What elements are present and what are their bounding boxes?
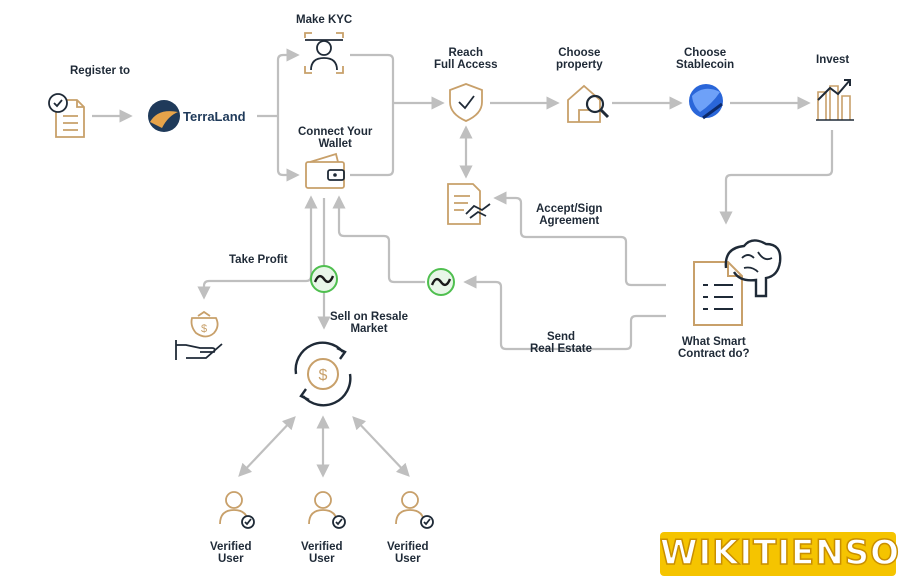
svg-text:$: $ xyxy=(201,323,207,335)
svg-text:$: $ xyxy=(319,367,328,384)
resale-exchange-icon: $ xyxy=(294,341,352,407)
arrow-resale-user1 xyxy=(238,416,296,477)
label-agreement: Accept/Sign Agreement xyxy=(536,203,602,227)
label-send-line2: Real Estate xyxy=(530,343,593,355)
label-stablecoin-line1: Choose xyxy=(683,47,727,59)
label-stablecoin: Choose Stablecoin xyxy=(676,47,734,71)
arrow-resale-user3 xyxy=(352,416,410,477)
arrow-token-wallet xyxy=(332,195,425,284)
stablecoin-icon xyxy=(689,84,723,120)
label-send: Send Real Estate xyxy=(530,331,592,355)
label-wallet-line2: Wallet xyxy=(318,138,352,150)
label-access-line2: Full Access xyxy=(434,59,498,71)
label-invest: Invest xyxy=(816,54,850,66)
label-property: Choose property xyxy=(556,47,603,71)
user-verified-icon xyxy=(219,491,255,529)
label-wallet: Connect Your Wallet xyxy=(298,126,372,150)
checklist-icon xyxy=(48,93,85,138)
terraland-logo-icon xyxy=(148,100,180,132)
label-user-1: Verified User xyxy=(210,541,252,565)
label-send-line1: Send xyxy=(546,331,576,343)
label-resale-line2: Market xyxy=(350,323,388,335)
brand-terraland: TerraLand xyxy=(183,109,246,124)
token-icon xyxy=(310,265,338,293)
user-verified-icon xyxy=(395,491,434,529)
wallet-icon xyxy=(305,152,345,189)
label-user-2-line2: User xyxy=(308,553,335,565)
label-user-3-line1: Verified xyxy=(387,541,429,553)
connector-kyc-reach xyxy=(350,53,395,103)
label-register: Register to xyxy=(70,65,131,77)
label-user-2-line1: Verified xyxy=(301,541,343,553)
connector-wallet-reach xyxy=(350,103,395,177)
arrow-smart-agreement xyxy=(493,191,666,287)
label-user-3-line2: User xyxy=(394,553,421,565)
label-agreement-line2: Agreement xyxy=(539,215,600,227)
label-smart-contract: What Smart Contract do? xyxy=(678,336,750,360)
watermark-badge xyxy=(660,532,896,576)
label-resale-line1: Sell on Resale xyxy=(330,311,408,323)
label-user-3: Verified User xyxy=(387,541,429,565)
house-search-icon xyxy=(567,84,610,123)
label-user-2: Verified User xyxy=(301,541,343,565)
arrow-invest-smart xyxy=(719,130,834,225)
label-stablecoin-line2: Stablecoin xyxy=(676,59,735,71)
label-wallet-line1: Connect Your xyxy=(298,126,373,138)
watermark-text: WIKITIENSO xyxy=(659,532,900,574)
label-take-profit: Take Profit xyxy=(229,254,288,266)
label-user-1-line2: User xyxy=(217,553,244,565)
smart-contract-brain-icon xyxy=(693,239,782,326)
money-hand-icon: $ xyxy=(175,310,223,360)
handshake-document-icon xyxy=(447,183,491,225)
label-smart-line1: What Smart xyxy=(681,336,746,348)
label-agreement-line1: Accept/Sign xyxy=(536,203,603,215)
shield-check-icon xyxy=(449,83,483,122)
arrow-to-wallet xyxy=(276,116,300,182)
label-access: Reach Full Access xyxy=(434,47,498,71)
user-verified-icon xyxy=(308,491,346,529)
label-kyc: Make KYC xyxy=(296,14,353,26)
arrow-to-kyc xyxy=(276,48,300,116)
label-property-line2: property xyxy=(556,59,603,71)
label-smart-line2: Contract do? xyxy=(678,348,750,360)
arrow-take-profit xyxy=(197,262,313,300)
token-icon xyxy=(427,268,455,296)
city-growth-icon xyxy=(816,79,854,121)
label-resale: Sell on Resale Market xyxy=(330,311,408,335)
label-property-line1: Choose xyxy=(558,47,601,59)
label-access-line1: Reach xyxy=(448,47,484,59)
face-scan-icon xyxy=(304,32,344,74)
label-user-1-line1: Verified xyxy=(210,541,252,553)
connector-smart-send xyxy=(463,275,666,351)
